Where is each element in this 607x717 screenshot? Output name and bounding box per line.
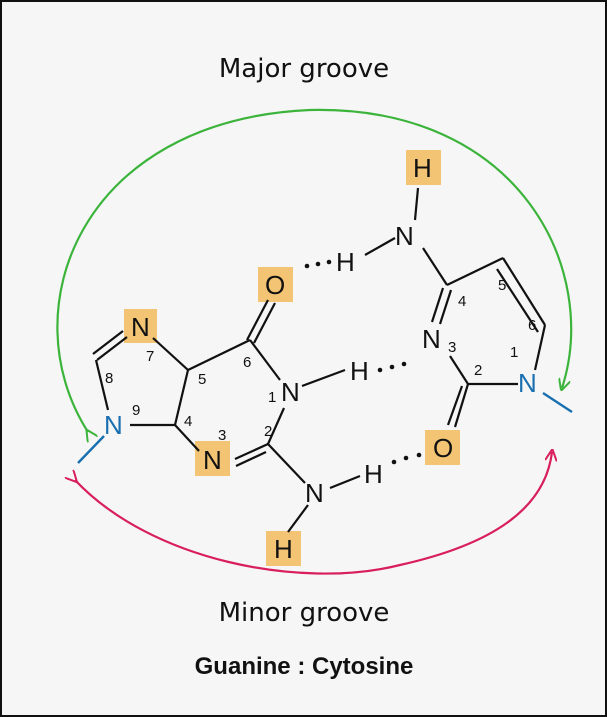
- g-n9-label: N: [104, 410, 123, 440]
- c-n4-label: N: [395, 221, 414, 251]
- g-num-7: 7: [146, 348, 154, 365]
- c-h4-label: H: [413, 153, 432, 183]
- g-n7-label: N: [131, 312, 150, 342]
- hb-h2-label: H: [350, 356, 369, 386]
- guanine-bonds: [77, 299, 361, 533]
- g-num-6: 6: [243, 354, 251, 371]
- highlight-c-o2: [425, 430, 460, 465]
- hb-h3-label: H: [364, 459, 383, 489]
- g-n3-label: N: [203, 445, 222, 475]
- g-h2-label: H: [274, 534, 293, 564]
- hb-h1-label: H: [336, 247, 355, 277]
- minor-groove-label: Minor groove: [219, 598, 390, 628]
- c-sugar-bond: [542, 391, 573, 414]
- highlight-g-n3: [195, 441, 230, 476]
- diagram-title: Guanine : Cytosine: [195, 653, 414, 680]
- g-num-3: 3: [218, 427, 226, 444]
- minor-groove-arrow: [75, 452, 552, 575]
- highlight-g-o6: [258, 267, 293, 302]
- c-num-1: 1: [510, 344, 518, 361]
- g-num-1: 1: [268, 389, 276, 406]
- major-groove-arrow: [56, 108, 573, 432]
- c-num-3: 3: [448, 339, 456, 356]
- g-o6-label: O: [265, 270, 285, 300]
- highlight-g-n7: [124, 309, 157, 343]
- c-o2-label: O: [433, 433, 453, 463]
- g-num-9: 9: [132, 402, 140, 419]
- g-sugar-bond: [77, 435, 105, 464]
- c-num-4: 4: [458, 293, 466, 310]
- c-num-5: 5: [498, 277, 506, 294]
- g-n1-label: N: [281, 377, 300, 407]
- c-num-2: 2: [474, 362, 482, 379]
- hydrogen-bond-dots: [304, 259, 422, 465]
- g-num-2: 2: [264, 423, 272, 440]
- g-n2-label: N: [305, 478, 324, 508]
- c-n1-label: N: [518, 368, 537, 398]
- highlight-c-h4: [406, 150, 441, 185]
- highlight-g-h2: [266, 531, 301, 566]
- g-num-8: 8: [105, 370, 113, 387]
- g-num-5: 5: [198, 371, 206, 388]
- c-n3-label: N: [422, 324, 441, 354]
- major-groove-label: Major groove: [219, 54, 389, 84]
- cytosine-bonds: [364, 187, 573, 428]
- c-num-6: 6: [528, 317, 536, 334]
- g-num-4: 4: [184, 413, 192, 430]
